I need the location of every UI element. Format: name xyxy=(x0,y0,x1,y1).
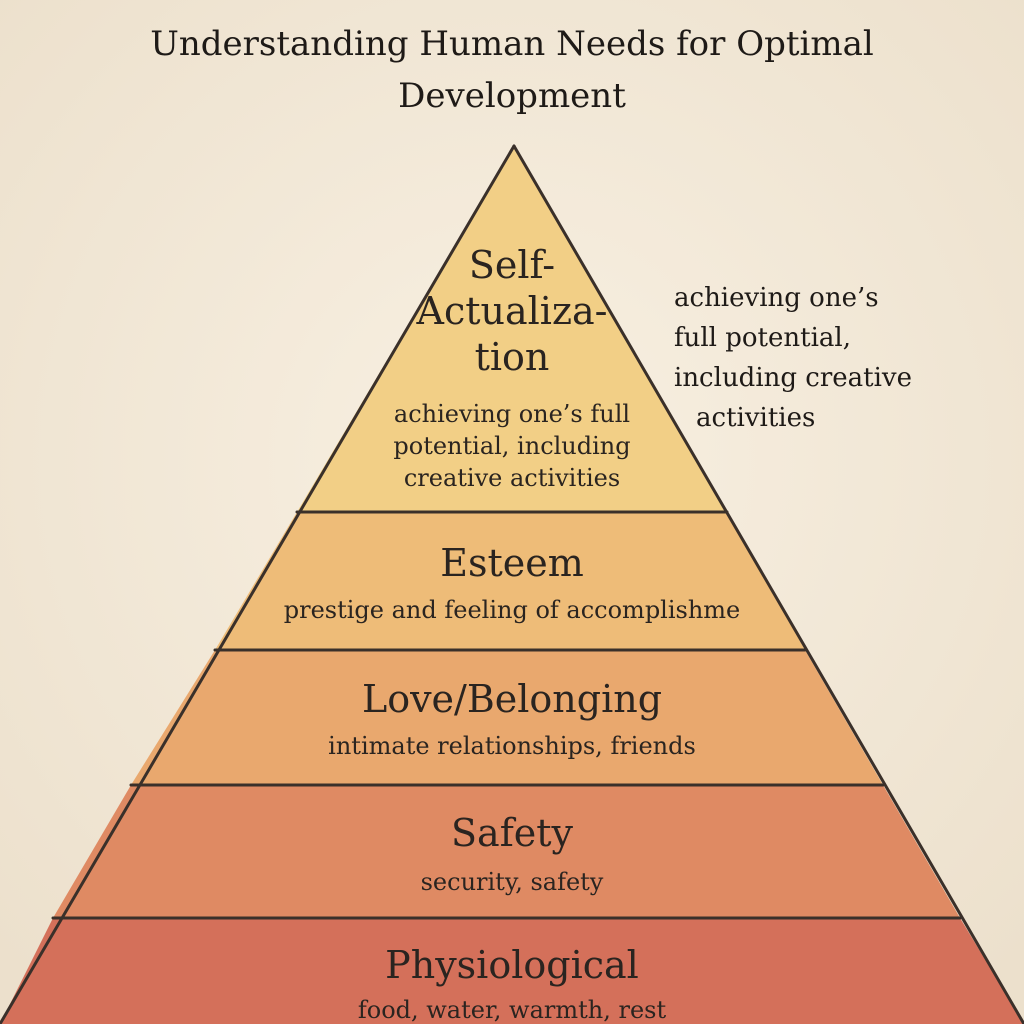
pyramid-level-esteem xyxy=(215,512,805,650)
diagram-title: Understanding Human Needs for Optimal De… xyxy=(0,18,1024,122)
level-title-esteem: Esteem xyxy=(440,541,584,585)
pyramid-level-safety xyxy=(53,785,960,918)
pyramid-edge-left xyxy=(0,144,516,1024)
level-title-self-actualization: Self- Actualiza- tion xyxy=(416,243,608,379)
level-title-physiological: Physiological xyxy=(385,943,639,987)
level-desc-love-belonging: intimate relationships, friends xyxy=(328,732,696,760)
level-desc-safety: security, safety xyxy=(420,868,604,896)
side-annotation: achieving one’s full potential, includin… xyxy=(674,278,912,438)
level-title-safety: Safety xyxy=(451,811,573,855)
level-desc-esteem: prestige and feeling of accomplishme xyxy=(283,596,741,624)
level-desc-physiological: food, water, warmth, rest xyxy=(357,996,667,1024)
pyramid-level-physiological xyxy=(0,918,1024,1024)
side-annotation-line: activities xyxy=(696,403,816,433)
side-annotation-line: achieving one’s xyxy=(674,283,879,313)
pyramid-edge-right xyxy=(512,144,1024,1024)
level-title-love-belonging: Love/Belonging xyxy=(361,677,663,721)
title-line: Understanding Human Needs for Optimal xyxy=(150,24,874,64)
side-annotation-line: full potential, xyxy=(674,323,851,353)
side-annotation-line: including creative xyxy=(674,363,913,393)
title-line: Development xyxy=(398,76,626,116)
pyramid-level-love-belonging xyxy=(131,650,883,785)
level-desc-self-actualization: achieving one’s full potential, includin… xyxy=(393,400,631,492)
pyramid-level-self-actualization xyxy=(297,146,727,512)
